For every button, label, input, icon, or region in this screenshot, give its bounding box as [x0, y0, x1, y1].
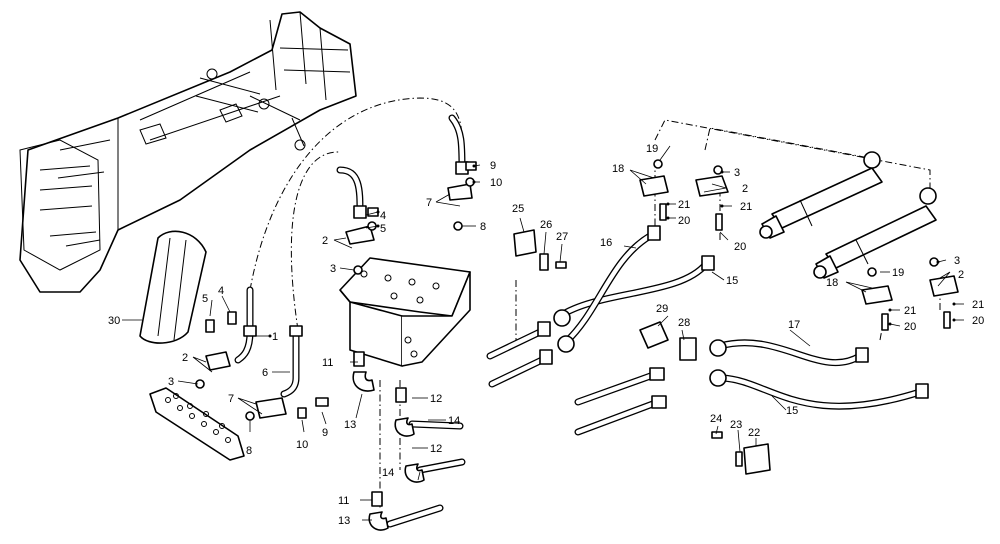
- callout-2: 2: [742, 183, 748, 195]
- callout-8: 8: [246, 445, 252, 457]
- callout-19: 19: [646, 143, 658, 155]
- callout-2: 2: [322, 235, 328, 247]
- callout-19: 19: [892, 267, 904, 279]
- callout-2: 2: [958, 269, 964, 281]
- callout-30: 30: [108, 315, 120, 327]
- callout-20: 20: [678, 215, 690, 227]
- callout-5: 5: [202, 293, 208, 305]
- callout-26: 26: [540, 219, 552, 231]
- callout-9: 9: [490, 160, 496, 172]
- callout-12: 12: [430, 443, 442, 455]
- callout-15: 15: [726, 275, 738, 287]
- callout-25: 25: [512, 203, 524, 215]
- cover-plate: [139, 230, 207, 344]
- callout-7: 7: [426, 197, 432, 209]
- callout-15: 15: [786, 405, 798, 417]
- callout-27: 27: [556, 231, 568, 243]
- callout-5: 5: [380, 223, 386, 235]
- callout-3: 3: [734, 167, 740, 179]
- callout-4: 4: [380, 210, 386, 222]
- callout-3: 3: [168, 376, 174, 388]
- callout-6: 6: [262, 367, 268, 379]
- callout-18: 18: [612, 163, 624, 175]
- callout-12: 12: [430, 393, 442, 405]
- mounting-bracket: [149, 387, 245, 461]
- callout-24: 24: [710, 413, 722, 425]
- callout-1: 1: [272, 331, 278, 343]
- callout-21: 21: [904, 305, 916, 317]
- callout-20: 20: [972, 315, 984, 327]
- callout-3: 3: [330, 263, 336, 275]
- callout-21: 21: [740, 201, 752, 213]
- callout-13: 13: [338, 515, 350, 527]
- callout-20: 20: [904, 321, 916, 333]
- callout-13: 13: [344, 419, 356, 431]
- callout-3: 3: [954, 255, 960, 267]
- callout-7: 7: [228, 393, 234, 405]
- callout-9: 9: [322, 427, 328, 439]
- callout-22: 22: [748, 427, 760, 439]
- callout-11: 11: [338, 495, 349, 507]
- callout-17: 17: [788, 319, 800, 331]
- callout-29: 29: [656, 303, 668, 315]
- callout-21: 21: [678, 199, 690, 211]
- hoses: [234, 114, 924, 528]
- callout-23: 23: [730, 419, 742, 431]
- callout-labels: 30 1 2 3 5 4 6 7 8 10 9 4 5 2 3 7 8 9 10…: [108, 143, 984, 527]
- callout-8: 8: [480, 221, 486, 233]
- callout-28: 28: [678, 317, 690, 329]
- callout-14: 14: [382, 467, 394, 479]
- callout-2: 2: [182, 352, 188, 364]
- callout-4: 4: [218, 285, 224, 297]
- fittings: [243, 161, 929, 531]
- hardware: [195, 159, 959, 475]
- callout-14: 14: [448, 415, 460, 427]
- cylinders: [759, 151, 937, 279]
- callout-16: 16: [600, 237, 612, 249]
- callout-10: 10: [490, 177, 502, 189]
- callout-10: 10: [296, 439, 308, 451]
- callout-21: 21: [972, 299, 984, 311]
- valve-block: [339, 257, 471, 367]
- callout-11: 11: [322, 357, 333, 369]
- callout-18: 18: [826, 277, 838, 289]
- callout-20: 20: [734, 241, 746, 253]
- tractor-frame: [19, 11, 357, 293]
- leader-dots: [268, 164, 956, 338]
